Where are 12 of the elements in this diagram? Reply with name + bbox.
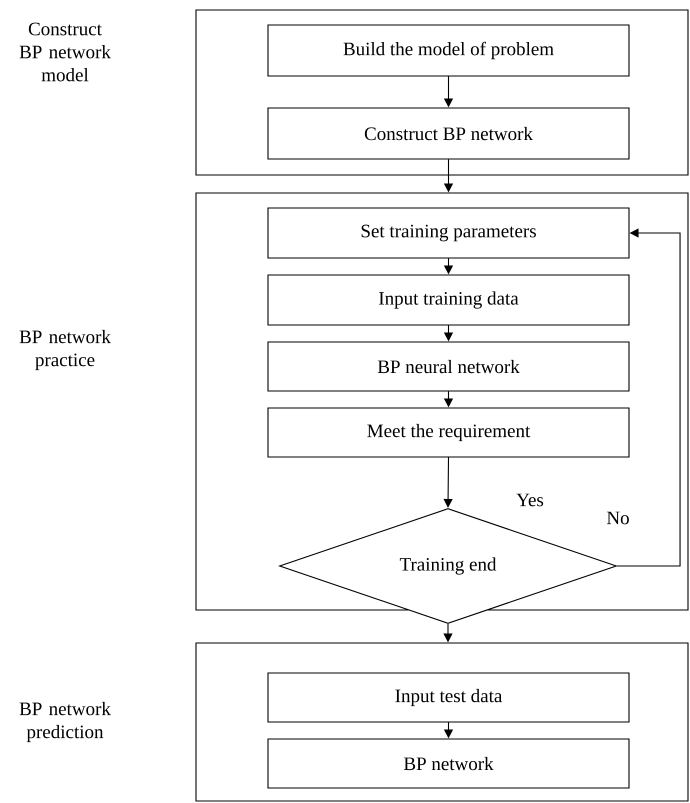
process-box: Set training parameters [267, 207, 630, 259]
process-box: BP neural network [267, 341, 630, 392]
process-box: Input test data [267, 672, 630, 723]
panel-heading: BP network prediction [20, 702, 111, 742]
process-box: BP network [267, 738, 630, 789]
panel-heading: BP network practice [20, 330, 111, 370]
process-box: Input training data [267, 274, 630, 326]
process-box: Construct BP network [267, 107, 630, 160]
panel-heading: Construct BP network model [20, 22, 111, 82]
branch-label: Yes [516, 494, 544, 506]
process-box: Meet the requirement [267, 407, 630, 458]
process-box: Build the model of problem [267, 24, 630, 77]
